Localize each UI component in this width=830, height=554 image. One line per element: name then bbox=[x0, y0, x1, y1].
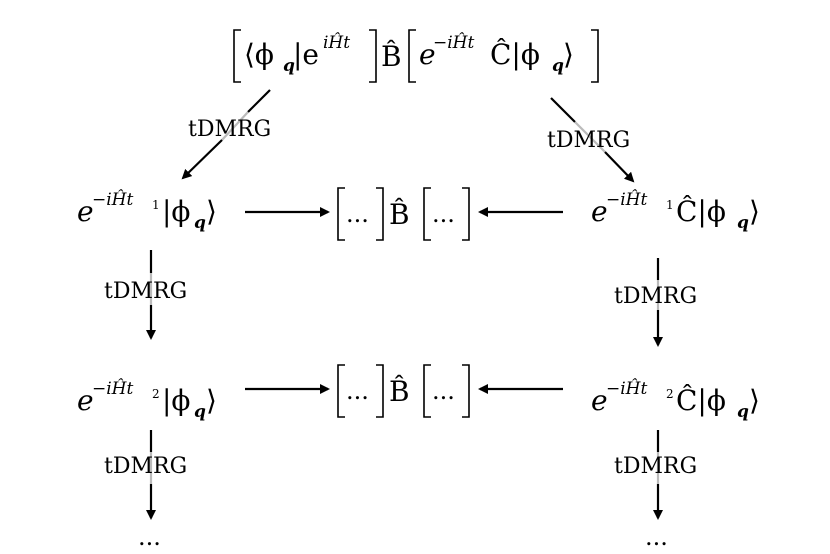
svg-text:⟩: ⟩ bbox=[206, 195, 217, 228]
top-right-bracket-open bbox=[408, 29, 416, 83]
top-right-bracket-close bbox=[591, 29, 599, 83]
svg-text:B̂: B̂ bbox=[389, 198, 410, 231]
top-q-sub-2: q bbox=[552, 56, 564, 76]
row1-middle-expression: ... B̂ ... bbox=[337, 187, 470, 241]
svg-text:|ϕ: |ϕ bbox=[162, 384, 191, 417]
top-right-arrow-label: tDMRG bbox=[547, 128, 630, 153]
row2-right-state: e −iĤt 2 Ĉ|ϕ q ⟩ bbox=[591, 378, 760, 422]
svg-text:⟩: ⟩ bbox=[749, 195, 760, 228]
svg-text:e: e bbox=[591, 384, 608, 417]
top-expression: ⟨ϕ q |e iĤt B̂ e −iĤt Ĉ|ϕ q ⟩ bbox=[233, 29, 599, 83]
svg-text:−iĤt: −iĤt bbox=[92, 189, 134, 210]
svg-text:2: 2 bbox=[152, 387, 160, 401]
svg-text:2: 2 bbox=[666, 387, 674, 401]
svg-text:...: ... bbox=[432, 200, 455, 228]
row2-left-state: e −iĤt 2 |ϕ q ⟩ bbox=[77, 378, 217, 422]
top-q-sub-1: q bbox=[283, 56, 295, 76]
svg-text:...: ... bbox=[346, 377, 369, 405]
left-arrow-1-label: tDMRG bbox=[104, 279, 187, 304]
left-arrow-2-label: tDMRG bbox=[104, 454, 187, 479]
svg-text:e: e bbox=[77, 195, 94, 228]
svg-text:q: q bbox=[737, 213, 749, 233]
svg-text:Ĉ|ϕ: Ĉ|ϕ bbox=[676, 383, 726, 417]
row1-right-state: e −iĤt 1 Ĉ|ϕ q ⟩ bbox=[591, 189, 760, 233]
svg-text:−iĤt: −iĤt bbox=[606, 378, 648, 399]
svg-text:q: q bbox=[194, 213, 206, 233]
row2-middle-expression: ... B̂ ... bbox=[337, 364, 470, 418]
right-arrow-1-label: tDMRG bbox=[614, 284, 697, 309]
top-operator-b: B̂ bbox=[381, 40, 402, 73]
svg-text:B̂: B̂ bbox=[389, 375, 410, 408]
svg-text:Ĉ|ϕ: Ĉ|ϕ bbox=[676, 194, 726, 228]
svg-text:−iĤt: −iĤt bbox=[606, 189, 648, 210]
top-ket-close: ⟩ bbox=[563, 38, 574, 71]
svg-text:q: q bbox=[737, 402, 749, 422]
top-left-bracket-close bbox=[369, 29, 377, 83]
top-c-ket: Ĉ|ϕ bbox=[490, 37, 540, 71]
top-right-arrow bbox=[550, 97, 635, 183]
top-exp2-base: e bbox=[419, 38, 436, 71]
svg-text:e: e bbox=[591, 195, 608, 228]
top-exp-base: |e bbox=[293, 38, 319, 71]
left-continuation-dots: ... bbox=[138, 523, 161, 551]
row1-left-state: e −iĤt 1 |ϕ q ⟩ bbox=[77, 189, 217, 233]
svg-text:−iĤt: −iĤt bbox=[92, 378, 134, 399]
top-left-arrow bbox=[181, 89, 271, 180]
top-bra-phi: ⟨ϕ bbox=[244, 38, 274, 71]
right-continuation-dots: ... bbox=[645, 523, 668, 551]
svg-text:e: e bbox=[77, 384, 94, 417]
svg-text:⟩: ⟩ bbox=[749, 384, 760, 417]
top-left-arrow-label: tDMRG bbox=[188, 117, 271, 142]
top-left-bracket-open bbox=[233, 29, 241, 83]
svg-text:...: ... bbox=[346, 200, 369, 228]
svg-text:⟩: ⟩ bbox=[206, 384, 217, 417]
svg-text:1: 1 bbox=[666, 198, 674, 212]
top-exp2-power: −iĤt bbox=[433, 32, 475, 53]
svg-text:...: ... bbox=[432, 377, 455, 405]
top-exp-power: iĤt bbox=[323, 32, 350, 53]
svg-text:|ϕ: |ϕ bbox=[162, 195, 191, 228]
svg-text:q: q bbox=[194, 402, 206, 422]
right-arrow-2-label: tDMRG bbox=[614, 454, 697, 479]
svg-text:1: 1 bbox=[152, 198, 160, 212]
